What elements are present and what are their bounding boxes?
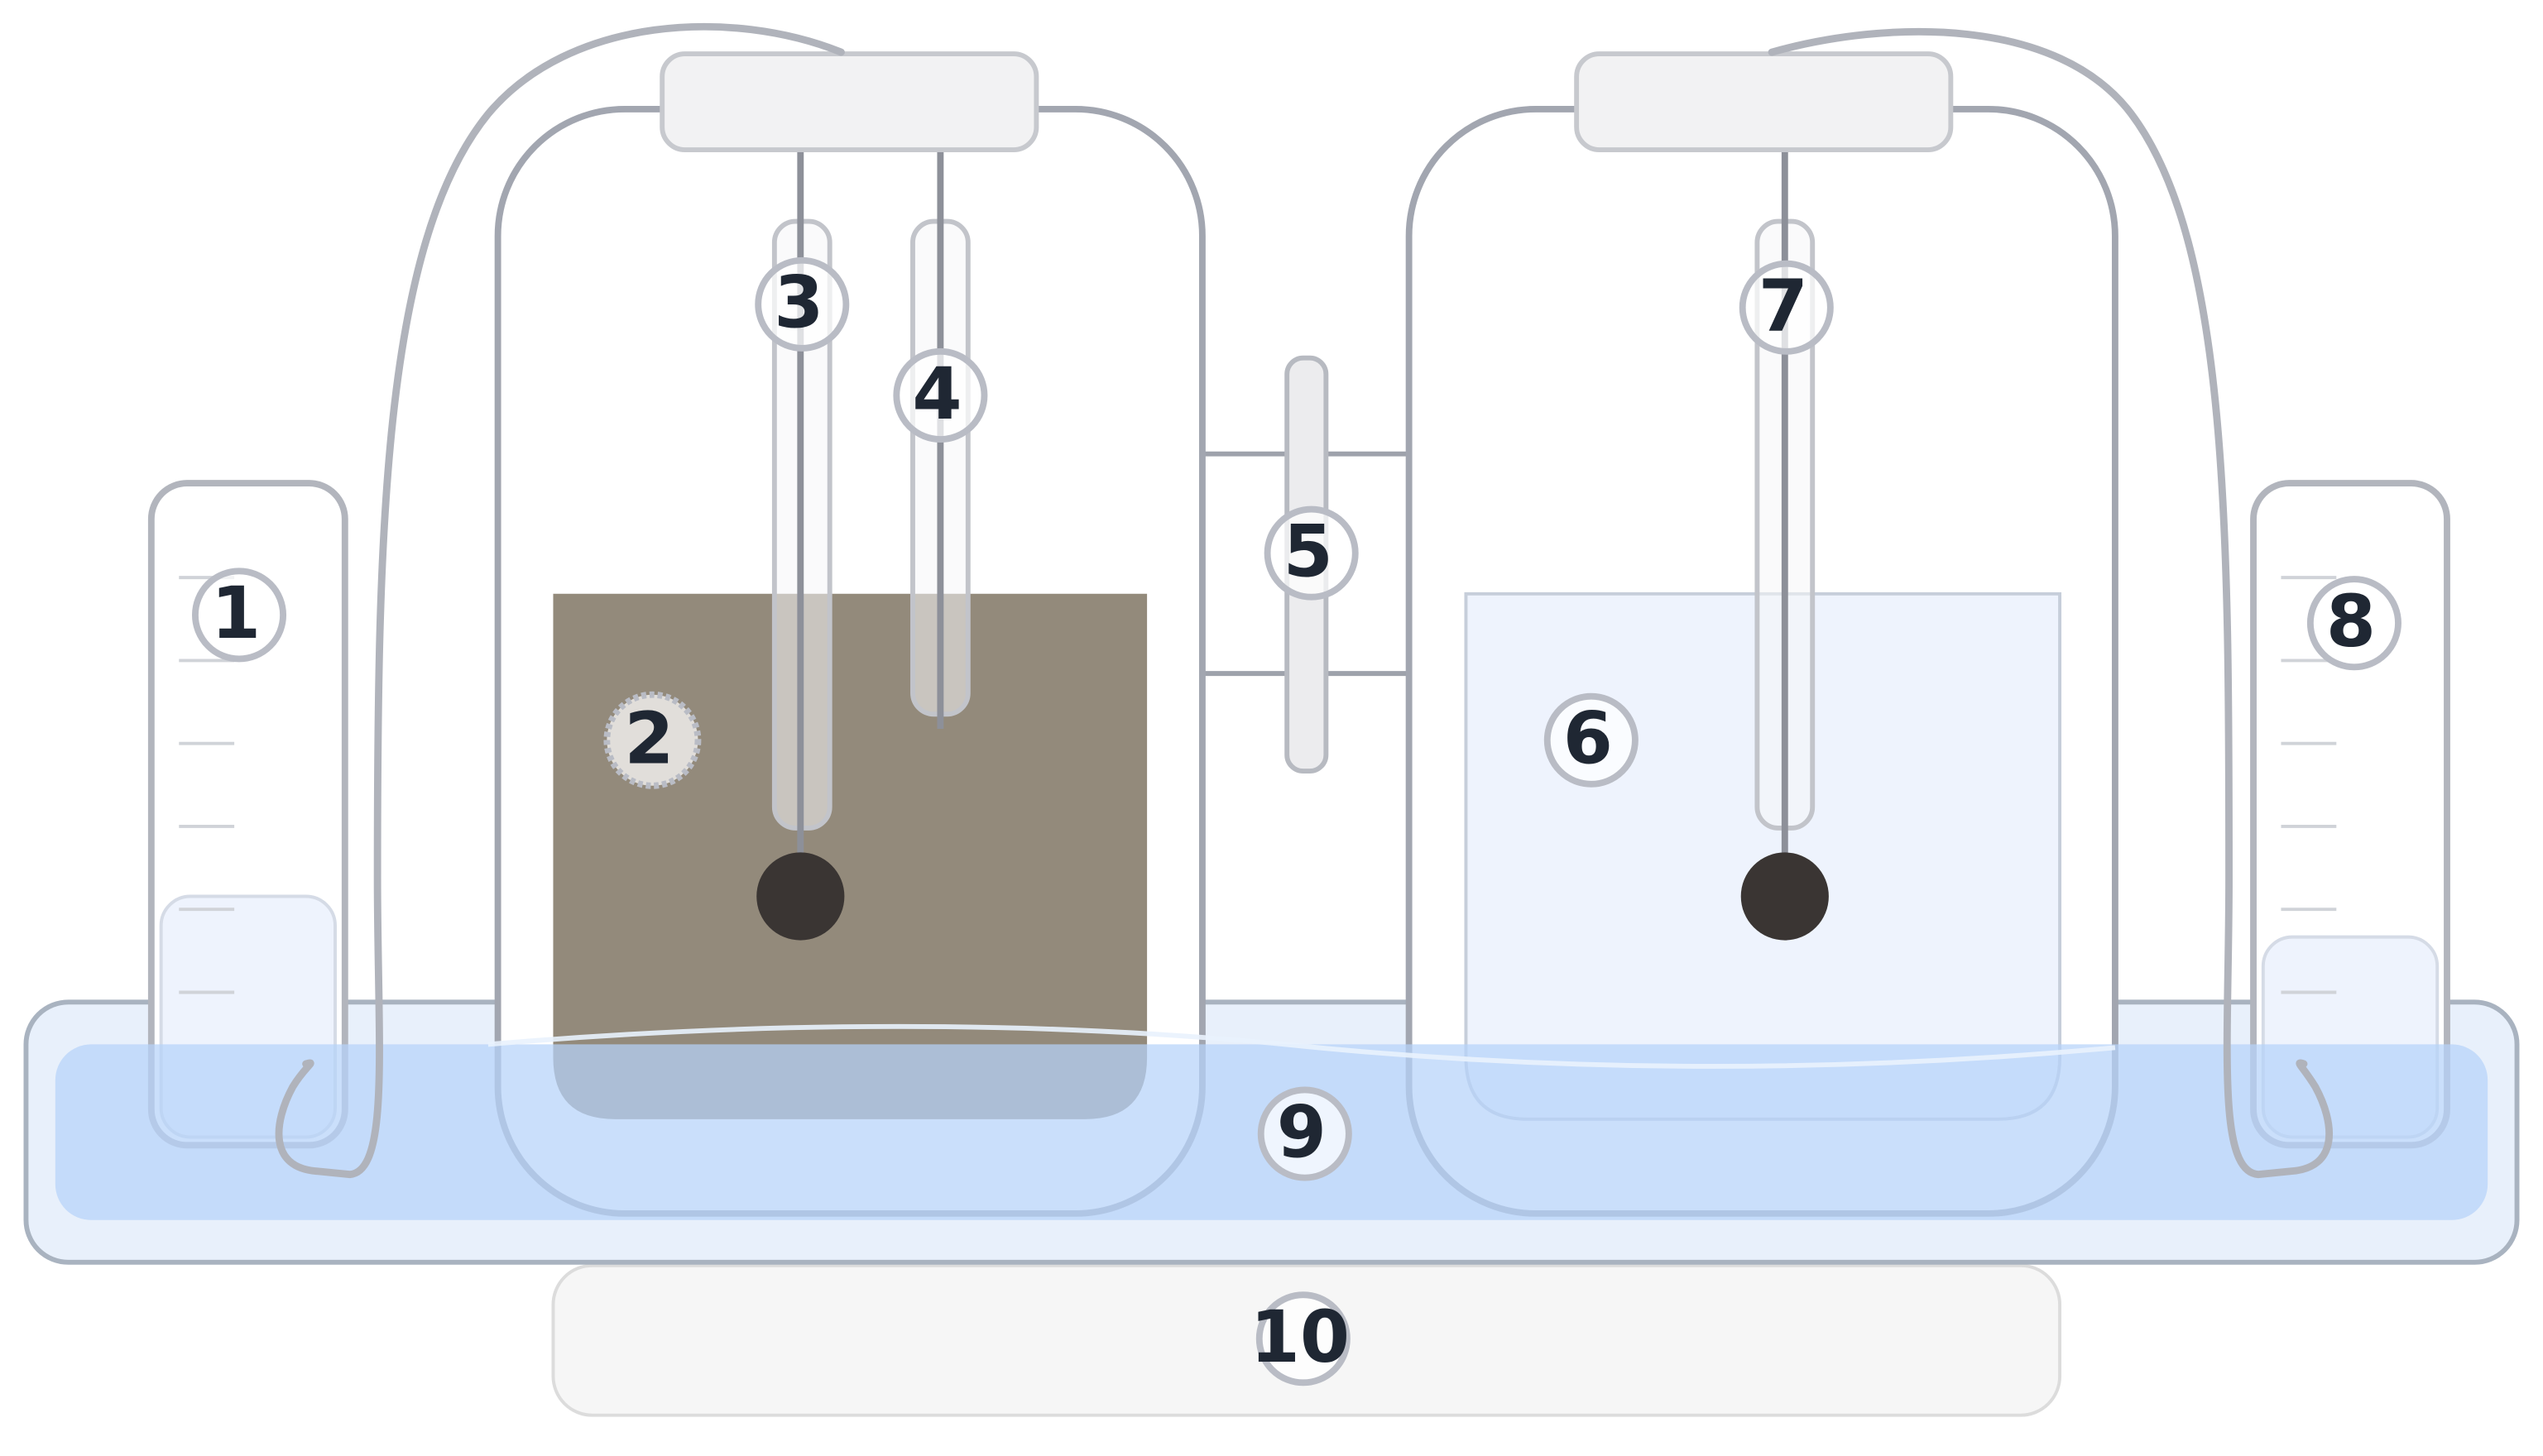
label-10: 10 xyxy=(1250,1291,1351,1387)
svg-text:8: 8 xyxy=(2326,581,2376,663)
svg-text:6: 6 xyxy=(1563,698,1613,781)
svg-text:7: 7 xyxy=(1759,266,1808,348)
left-vessel xyxy=(494,51,1206,1217)
right-vessel xyxy=(1405,51,2118,1217)
label-1: 1 xyxy=(191,568,287,663)
svg-text:9: 9 xyxy=(1277,1091,1327,1174)
left-electrode-tip xyxy=(756,852,845,941)
label-8: 8 xyxy=(2306,576,2401,671)
right-lid xyxy=(1574,51,1954,153)
svg-text:3: 3 xyxy=(774,262,823,345)
svg-text:5: 5 xyxy=(1283,510,1333,593)
label-4: 4 xyxy=(893,347,988,443)
left-hose xyxy=(275,22,845,1179)
label-6: 6 xyxy=(1543,692,1639,788)
svg-text:4: 4 xyxy=(912,353,962,436)
svg-text:2: 2 xyxy=(624,698,674,781)
right-hose xyxy=(1768,27,2333,1179)
label-5: 5 xyxy=(1264,505,1359,601)
label-2: 2 xyxy=(603,691,702,789)
label-7: 7 xyxy=(1739,260,1834,355)
right-electrode-tip xyxy=(1740,852,1829,941)
left-lid xyxy=(660,51,1039,153)
left-liquid xyxy=(553,593,1148,1119)
water-surface-line xyxy=(487,1023,2116,1069)
right-graduated-cylinder xyxy=(2250,480,2450,1149)
label-9: 9 xyxy=(1257,1086,1352,1181)
label-3: 3 xyxy=(755,256,850,352)
svg-text:10: 10 xyxy=(1250,1296,1350,1379)
svg-text:1: 1 xyxy=(211,572,261,655)
